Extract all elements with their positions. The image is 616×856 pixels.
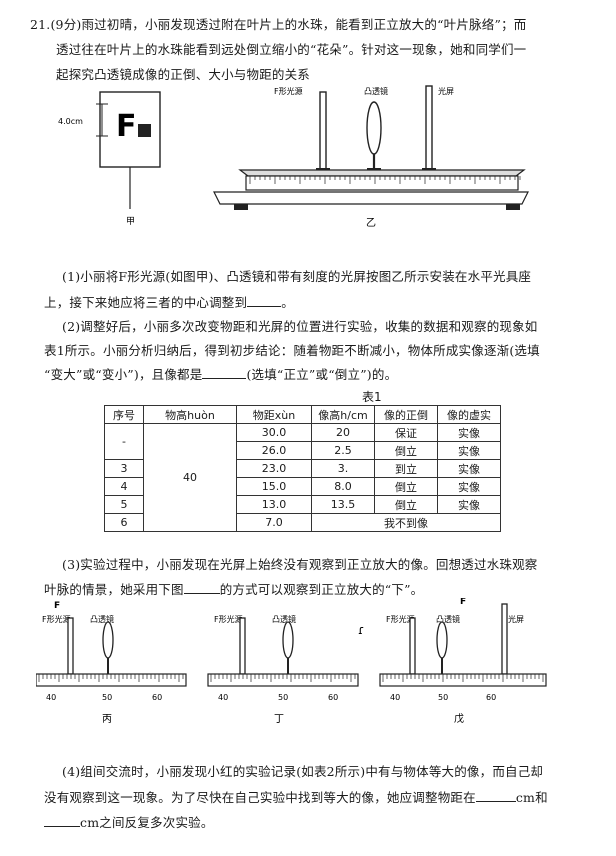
- square-marker: [138, 124, 151, 137]
- blank-orientation[interactable]: [202, 366, 247, 379]
- header-nature: 像的虚实: [437, 405, 501, 424]
- question-intro-line3: 起探究凸透镜成像的正倒、大小与物距的关系: [56, 67, 311, 82]
- svg-text:凸透镜: 凸透镜: [90, 614, 114, 624]
- svg-text:光屏: 光屏: [508, 614, 524, 624]
- svg-text:60: 60: [486, 693, 496, 702]
- header-object-distance: 物距xùn: [236, 405, 312, 424]
- convex-lens: [366, 101, 382, 155]
- svg-text:40: 40: [390, 693, 400, 702]
- bench-ticks: [249, 176, 521, 184]
- lens-ding: [282, 621, 294, 659]
- svg-text:50: 50: [102, 693, 112, 702]
- svg-text:F形光源: F形光源: [386, 614, 415, 624]
- optical-bench-scale: [245, 175, 519, 191]
- figure-yi: F形光源 凸透镜 光屏 乙: [213, 85, 529, 229]
- part1-line2: 上，接下来她应将三者的中心调整到。: [44, 294, 294, 310]
- svg-text:40: 40: [46, 693, 56, 702]
- no-image-note: 我不到像: [311, 513, 501, 532]
- question-intro-line1: 21.(9分)雨过初晴，小丽发现透过附在叶片上的水珠，能看到正立放大的“叶片脉络…: [30, 17, 527, 32]
- part4-line1: (4)组间交流时，小丽发现小红的实验记录(如表2所示)中有与物体等大的像，而自己…: [62, 764, 544, 779]
- header-orientation: 像的正倒: [374, 405, 438, 424]
- header-id: 序号: [104, 405, 144, 424]
- table-row: 4 15.0 8.0 倒立 实像: [104, 477, 501, 496]
- part2-line3: “变大”或“变小”)，且像都是(选填“正立”或“倒立”)的。: [44, 366, 398, 382]
- lens-wu: [436, 621, 448, 659]
- table-row: 26.0 2.5 倒立 实像: [105, 441, 501, 460]
- svg-text:凸透镜: 凸透镜: [436, 614, 460, 624]
- object-height-cell: 40: [143, 423, 237, 532]
- label-screen: 光屏: [438, 86, 454, 96]
- table1: 序号 物高huòn 物距xùn 像高h/cm 像的正倒 像的虚实 - 40 30…: [104, 405, 501, 532]
- screen-wu: [501, 603, 508, 675]
- svg-text:F形光源: F形光源: [214, 614, 243, 624]
- label-convex-lens: 凸透镜: [364, 86, 388, 96]
- f-shape-letter: F: [116, 109, 137, 144]
- figures-bing-ding-wu: F F形光源 凸透镜 40 50 60 丙 F形光源 凸透镜 40 50 60 …: [36, 598, 547, 725]
- svg-text:ɾ: ɾ: [358, 623, 364, 637]
- svg-text:50: 50: [278, 693, 288, 702]
- svg-text:凸透镜: 凸透镜: [272, 614, 296, 624]
- part4-line3: cm之间反复多次实验。: [44, 814, 214, 832]
- blank-method[interactable]: [183, 581, 220, 594]
- svg-text:40: 40: [218, 693, 228, 702]
- figure-ding: F形光源 凸透镜 40 50 60 丁 ɾ: [207, 614, 364, 725]
- figure-wu: F F形光源 凸透镜 光屏 40 50 60 戊: [379, 598, 547, 725]
- part2-line1: (2)调整好后，小丽多次改变物距和光屏的位置进行实验，收集的数据和观察的现象如: [62, 319, 538, 334]
- svg-text:F: F: [460, 598, 466, 607]
- table-row: 6 7.0 我不到像: [104, 513, 501, 532]
- figure-bing: F F形光源 凸透镜 40 50 60 丙: [36, 601, 187, 725]
- question-intro-line2: 透过往在叶片上的水珠能看到远处倒立缩小的“花朵”。针对这一现象，她和同学们一: [56, 42, 527, 57]
- label-f-source: F形光源: [274, 86, 303, 96]
- figure-bing-caption: 丙: [102, 714, 112, 725]
- svg-text:F形光源: F形光源: [42, 614, 71, 624]
- header-image-height: 像高h/cm: [311, 405, 375, 424]
- height-label: 4.0cm: [58, 117, 83, 126]
- part3-line2: 叶脉的情景，她采用下图的方式可以观察到正立放大的“下”。: [44, 581, 424, 597]
- table1-title: 表1: [362, 390, 382, 404]
- figure-jia-caption: 甲: [126, 216, 135, 227]
- screen-post: [425, 85, 433, 173]
- svg-text:60: 60: [328, 693, 338, 702]
- svg-text:F: F: [54, 601, 60, 611]
- blank-center-height[interactable]: [247, 294, 282, 307]
- figure-yi-caption: 乙: [366, 217, 376, 229]
- part3-line1: (3)实验过程中，小丽发现在光屏上始终没有观察到正立放大的像。回想透过水珠观察: [62, 557, 538, 572]
- figure-wu-caption: 戊: [454, 713, 464, 725]
- table1-header-row: 序号 物高huòn 物距xùn 像高h/cm 像的正倒 像的虚实: [104, 405, 501, 424]
- part1-line1: (1)小丽将F形光源(如图甲)、凸透镜和带有刻度的光屏按图乙所示安装在水平光具座: [62, 269, 532, 284]
- blank-distance-max[interactable]: [44, 814, 80, 827]
- svg-text:50: 50: [438, 693, 448, 702]
- part2-line2: 表1所示。小丽分析归纳后，得到初步结论：随着物距不断减小，物体所成实像逐渐(选填: [44, 343, 540, 358]
- optical-bench-top: [238, 169, 526, 177]
- blank-distance-min[interactable]: [475, 789, 516, 802]
- svg-text:60: 60: [152, 693, 162, 702]
- header-object-height: 物高huòn: [143, 405, 237, 424]
- table-row: - 40 30.0 20 保证 实像: [104, 423, 501, 532]
- figure-jia: 4.0cm F 甲: [58, 91, 161, 227]
- optical-bench-base: [213, 191, 529, 205]
- figure-ding-caption: 丁: [274, 714, 284, 725]
- lens-bing: [102, 621, 114, 659]
- f-source-post: [319, 91, 327, 173]
